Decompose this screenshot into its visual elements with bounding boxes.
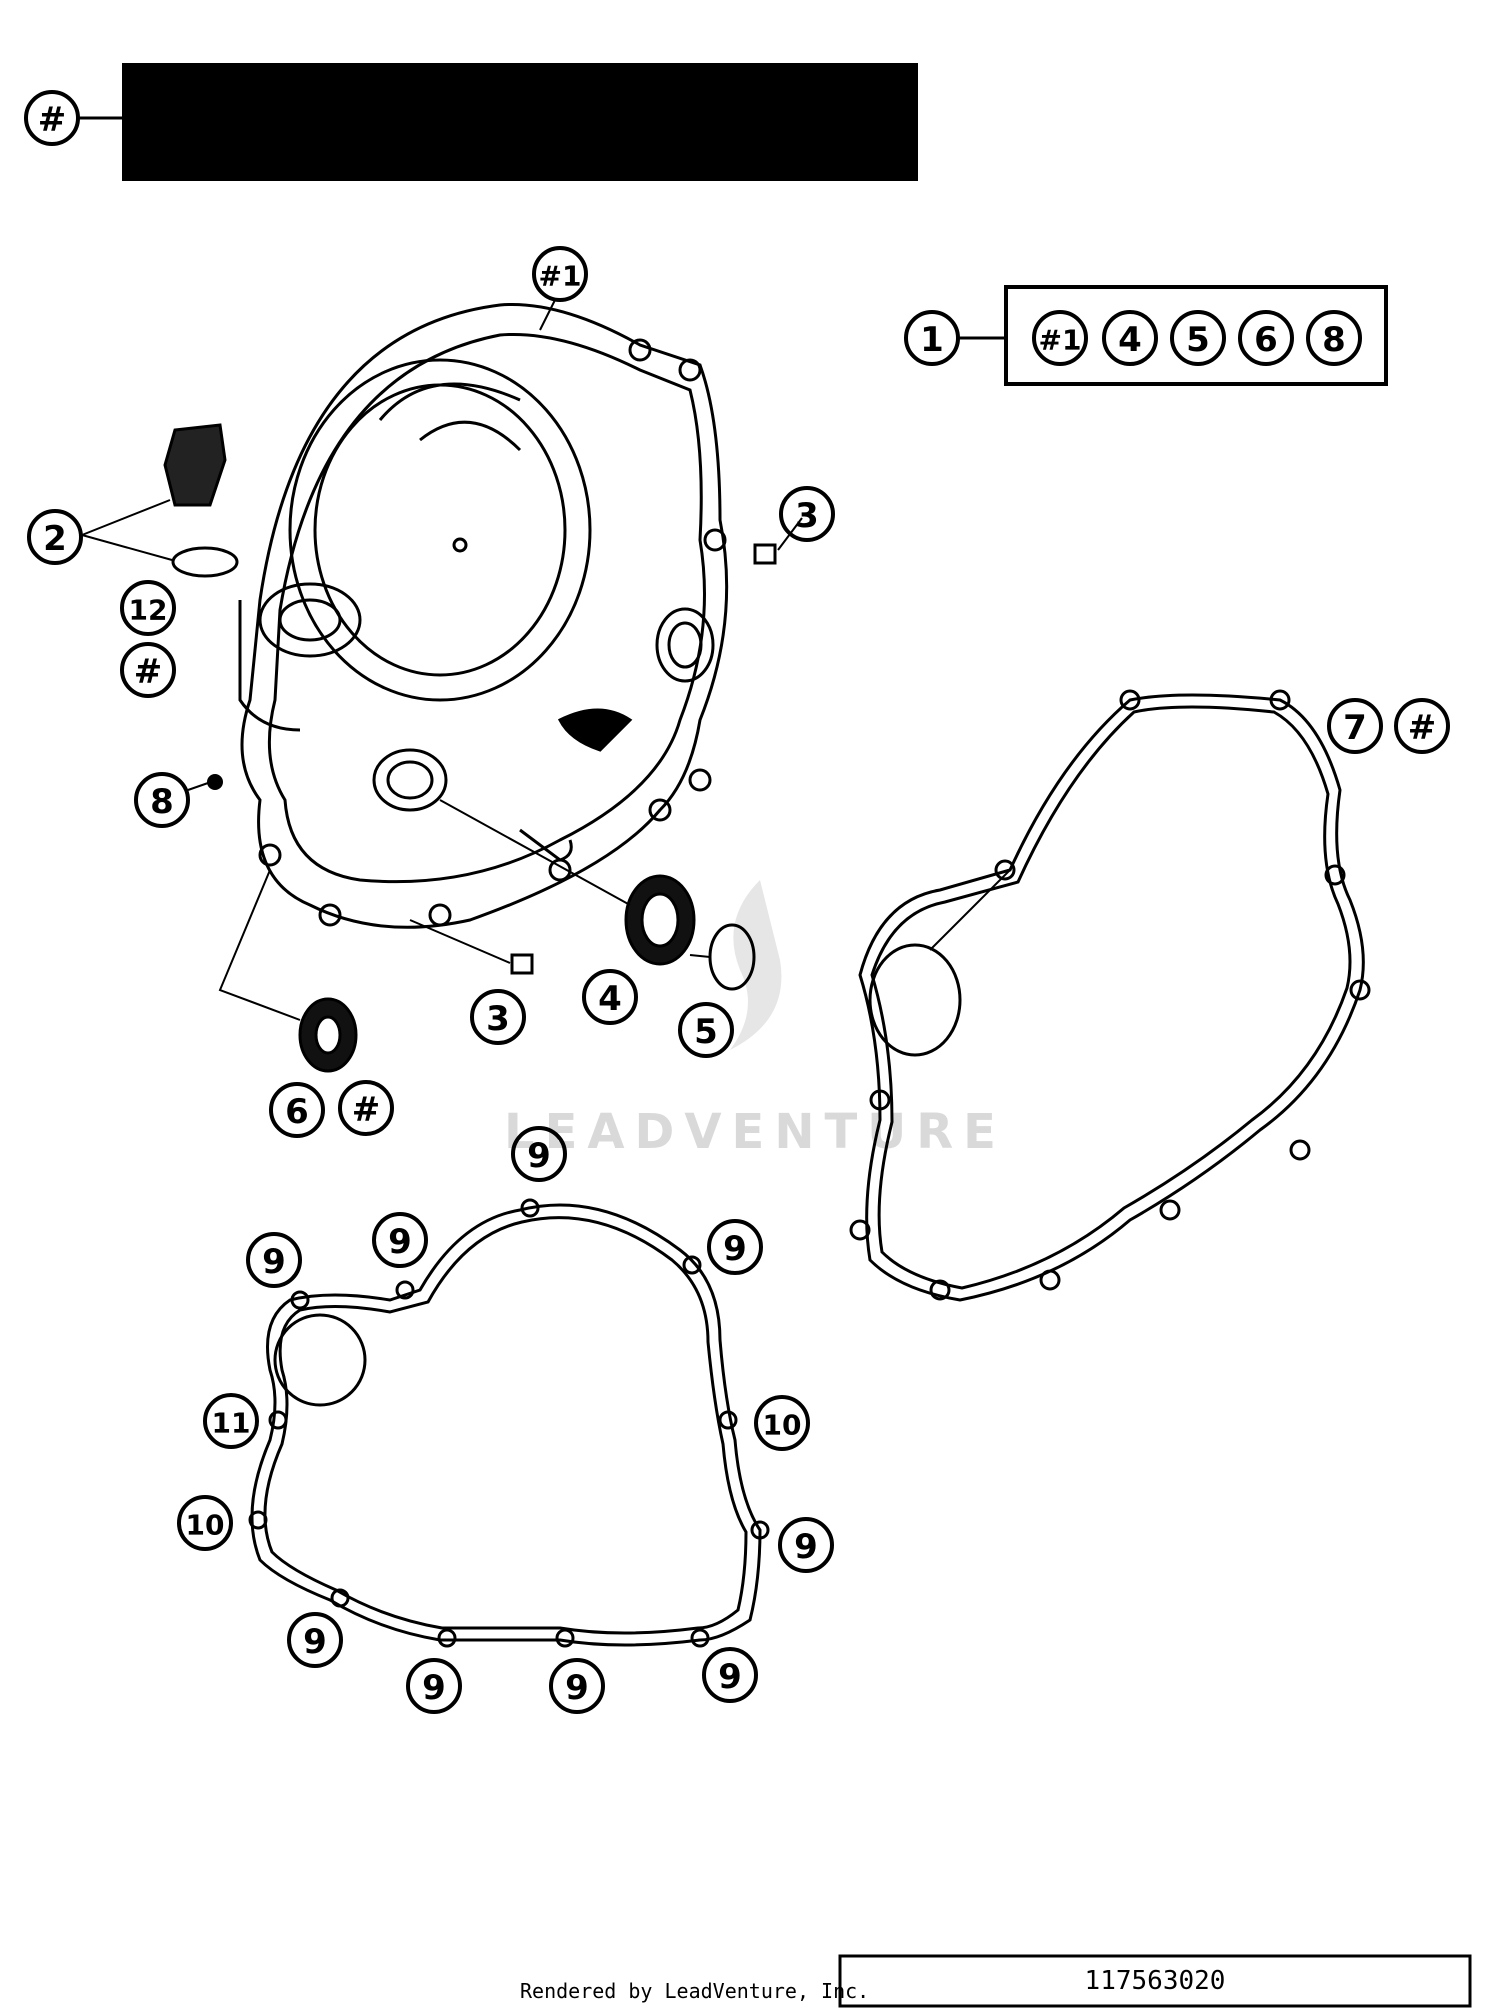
oil-seal bbox=[298, 997, 358, 1073]
gasket-lower bbox=[248, 1198, 770, 1648]
svg-text:9: 9 bbox=[527, 1136, 551, 1176]
svg-text:9: 9 bbox=[723, 1229, 747, 1269]
svg-text:10: 10 bbox=[763, 1409, 802, 1442]
svg-text:4: 4 bbox=[598, 979, 622, 1019]
diagram-code-box bbox=[838, 1954, 1472, 2008]
svg-text:2: 2 bbox=[43, 519, 67, 559]
kit-item-circle bbox=[1170, 310, 1226, 366]
footer: Rendered by LeadVenture, Inc. 117563020 bbox=[520, 1954, 1472, 2008]
header-bar bbox=[122, 63, 918, 181]
header: # bbox=[24, 63, 918, 181]
dowel-pin bbox=[510, 953, 534, 975]
kit-item-circle bbox=[1306, 310, 1362, 366]
callout-9: 9 bbox=[707, 1219, 763, 1275]
watermark-text: LEADVENTURE bbox=[504, 1104, 1006, 1160]
callout-5: 5 bbox=[678, 1002, 734, 1058]
callout-8: 8 bbox=[134, 772, 190, 828]
svg-text:9: 9 bbox=[422, 1668, 446, 1708]
kit-item: 4 bbox=[1118, 320, 1142, 360]
kit-item-circle bbox=[1102, 310, 1158, 366]
callout-4: 4 bbox=[582, 969, 638, 1025]
gasket-cover bbox=[849, 689, 1371, 1302]
svg-text:#1: #1 bbox=[539, 260, 582, 293]
callout-6-hash: # bbox=[338, 1080, 394, 1136]
kit-callout: 1 bbox=[920, 320, 944, 360]
callout-12-hash: # bbox=[120, 642, 176, 698]
callout-6: 6 bbox=[269, 1082, 325, 1138]
kit-item: 5 bbox=[1186, 320, 1210, 360]
inspection-plug bbox=[624, 874, 696, 966]
svg-text:9: 9 bbox=[794, 1527, 818, 1567]
svg-text:9: 9 bbox=[262, 1242, 286, 1282]
svg-text:10: 10 bbox=[186, 1509, 225, 1542]
callout-10: 10 bbox=[754, 1395, 810, 1451]
svg-text:#: # bbox=[134, 652, 163, 692]
callout-9: 9 bbox=[287, 1612, 343, 1668]
svg-text:3: 3 bbox=[795, 496, 819, 536]
callout-cover: #1 bbox=[532, 246, 588, 302]
diagram-code: 117563020 bbox=[1085, 1966, 1226, 1996]
svg-text:9: 9 bbox=[388, 1222, 412, 1262]
leader-lines bbox=[81, 299, 1011, 1021]
callout-10: 10 bbox=[177, 1495, 233, 1551]
callout-9: 9 bbox=[372, 1212, 428, 1268]
rendered-by-text: Rendered by LeadVenture, Inc. bbox=[520, 1979, 869, 2003]
svg-text:7: 7 bbox=[1343, 708, 1367, 748]
kit-item: #1 bbox=[1039, 324, 1082, 357]
kit-group: 1 #1 4 5 6 8 bbox=[904, 285, 1388, 386]
callout-3b: 3 bbox=[470, 989, 526, 1045]
clutch-cover bbox=[238, 303, 729, 929]
callout-3a: 3 bbox=[779, 486, 835, 542]
callout-7: 7 bbox=[1327, 698, 1383, 754]
svg-text:11: 11 bbox=[212, 1407, 251, 1440]
callout-9: 9 bbox=[549, 1658, 605, 1714]
kit-box bbox=[1004, 285, 1388, 386]
watermark-logo-icon bbox=[730, 880, 782, 1050]
svg-text:#: # bbox=[1408, 708, 1437, 748]
callout-12: 12 bbox=[120, 580, 176, 636]
svg-text:9: 9 bbox=[718, 1657, 742, 1697]
watermark: LEADVENTURE bbox=[504, 880, 1006, 1160]
callout-9: 9 bbox=[246, 1232, 302, 1288]
svg-text:5: 5 bbox=[694, 1012, 718, 1052]
callout-7-hash: # bbox=[1394, 698, 1450, 754]
callout-2: 2 bbox=[27, 509, 83, 565]
svg-text:12: 12 bbox=[129, 594, 168, 627]
svg-text:3: 3 bbox=[486, 999, 510, 1039]
svg-text:8: 8 bbox=[150, 782, 174, 822]
callout-11: 11 bbox=[203, 1393, 259, 1449]
callout-9: 9 bbox=[406, 1658, 462, 1714]
svg-text:6: 6 bbox=[285, 1092, 309, 1132]
steel-ball bbox=[207, 774, 223, 790]
kit-item: 8 bbox=[1322, 320, 1346, 360]
callout-9: 9 bbox=[778, 1517, 834, 1573]
svg-text:9: 9 bbox=[565, 1668, 589, 1708]
svg-text:9: 9 bbox=[303, 1622, 327, 1662]
kit-item: 6 bbox=[1254, 320, 1278, 360]
dowel-pin bbox=[753, 543, 777, 565]
header-callout: # bbox=[38, 100, 67, 140]
kit-item-circle bbox=[1032, 310, 1088, 366]
kit-item-circle bbox=[1238, 310, 1294, 366]
callout-9: 9 bbox=[702, 1647, 758, 1703]
callout-9: 9 bbox=[511, 1126, 567, 1182]
svg-text:#: # bbox=[352, 1090, 381, 1130]
oil-filler-cap bbox=[163, 423, 239, 578]
